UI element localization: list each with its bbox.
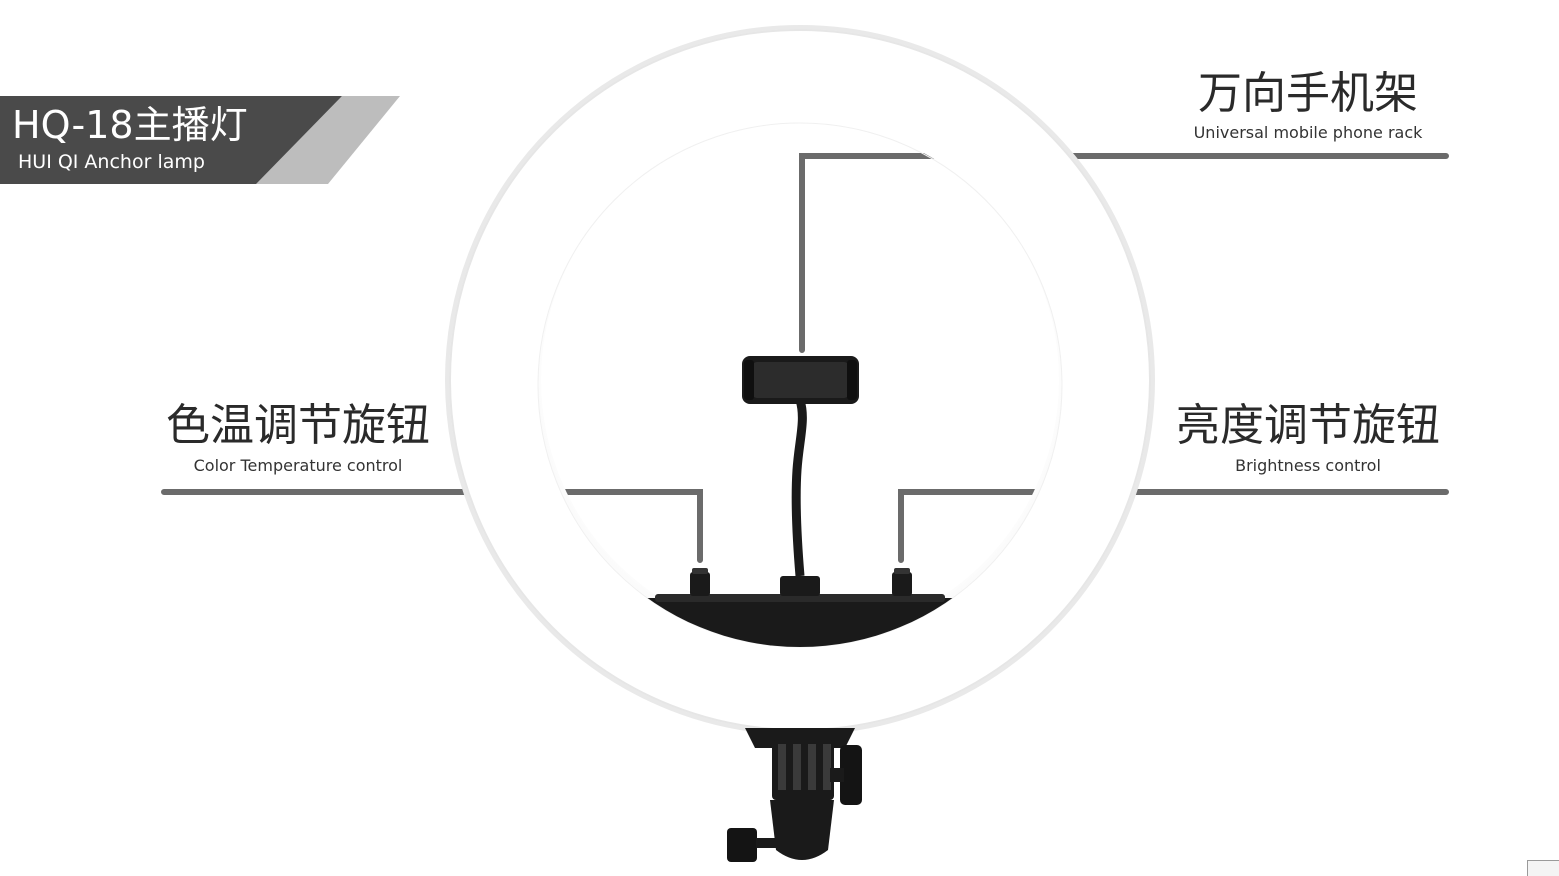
tripod-mount [727,728,862,862]
tilt-knob [840,745,862,805]
callout-line-color-temperature [161,489,703,563]
color-temperature-title-en: Color Temperature control [193,456,403,475]
gooseneck-arm [791,398,807,577]
mount-socket [770,800,834,860]
callout-line-brightness [898,489,1449,563]
control-panel-top [655,594,945,602]
brightness-title-en: Brightness control [1235,456,1381,475]
phone-rack-title-zh: 万向手机架 [1198,68,1418,119]
banner-shape [0,96,400,184]
brightness-knob [892,568,912,596]
callout-lines [161,153,1449,563]
holder-clamp [780,576,820,596]
callout-line-phone-rack [799,153,1449,353]
color-temperature-title-zh: 色温调节旋钮 [166,400,430,451]
banner-dark-band [0,96,342,184]
color-temperature-knob [690,568,710,596]
title-banner [0,96,400,184]
corner-widget [1527,860,1559,876]
phone-rack-title-en: Universal mobile phone rack [1193,123,1423,142]
banner-light-stripe [256,96,400,184]
banner-title: HQ-18主播灯 [12,103,248,147]
brightness-title-zh: 亮度调节旋钮 [1176,400,1440,451]
banner-subtitle: HUI QI Anchor lamp [18,151,205,173]
phone-holder [742,356,859,596]
lock-knob [727,828,757,862]
